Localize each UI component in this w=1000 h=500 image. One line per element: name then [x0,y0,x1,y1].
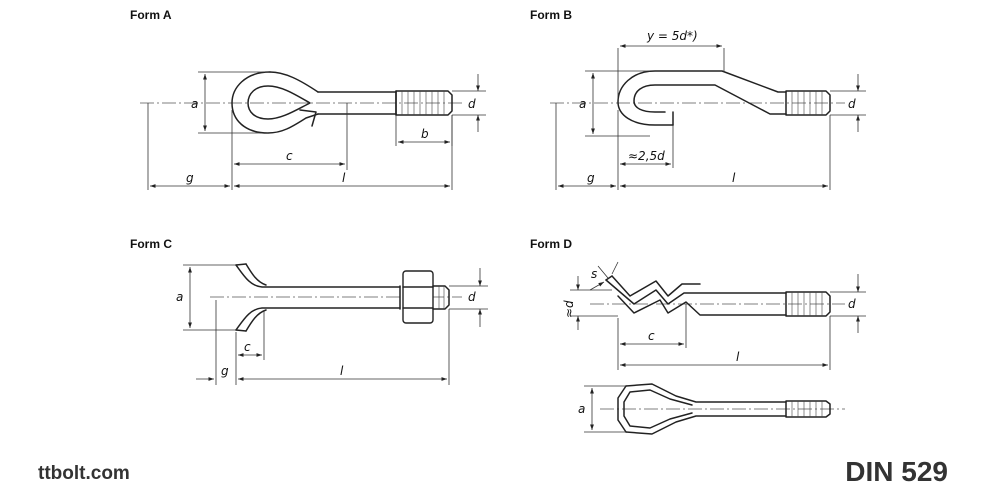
form-c-drawing: Form C a d c [130,237,488,385]
form-a-title: Form A [130,8,172,22]
form-c-dim-d: d [468,290,476,304]
form-d-dim-a: a [578,402,585,416]
form-b-dim-g: g [587,171,595,185]
form-b-dim-a: a [579,97,586,111]
form-c-dim-c: c [244,340,251,354]
form-a-dim-l: l [342,171,346,185]
form-d-dim-l: l [736,350,740,364]
form-c-dim-g: g [221,364,229,378]
form-b-title: Form B [530,8,572,22]
form-a-drawing: Form A a d b [130,8,486,190]
form-b-dim-bend: ≈2,5d [628,149,665,163]
form-d-drawing: Form D s ≈d d c [530,237,866,435]
form-b-dim-y: y = 5d*) [646,29,698,43]
standard-label: DIN 529 [845,456,948,487]
form-d-dim-d: d [848,297,856,311]
form-a-dim-g: g [186,171,194,185]
form-d-dim-approx-d: ≈d [562,300,576,318]
form-c-dim-l: l [340,364,344,378]
form-a-dim-d: d [468,97,476,111]
site-watermark: ttbolt.com [38,463,130,484]
form-a-dim-a: a [191,97,198,111]
form-b-dim-l: l [732,171,736,185]
form-d-dim-c: c [648,329,655,343]
form-d-dim-s: s [591,267,597,281]
form-c-title: Form C [130,237,172,251]
form-b-dim-d: d [848,97,856,111]
form-b-drawing: Form B y = 5d*) a d ≈2,5d [530,8,866,190]
form-a-dim-c: c [286,149,293,163]
form-d-title: Form D [530,237,572,251]
form-c-dim-a: a [176,290,183,304]
form-a-dim-b: b [421,127,429,141]
